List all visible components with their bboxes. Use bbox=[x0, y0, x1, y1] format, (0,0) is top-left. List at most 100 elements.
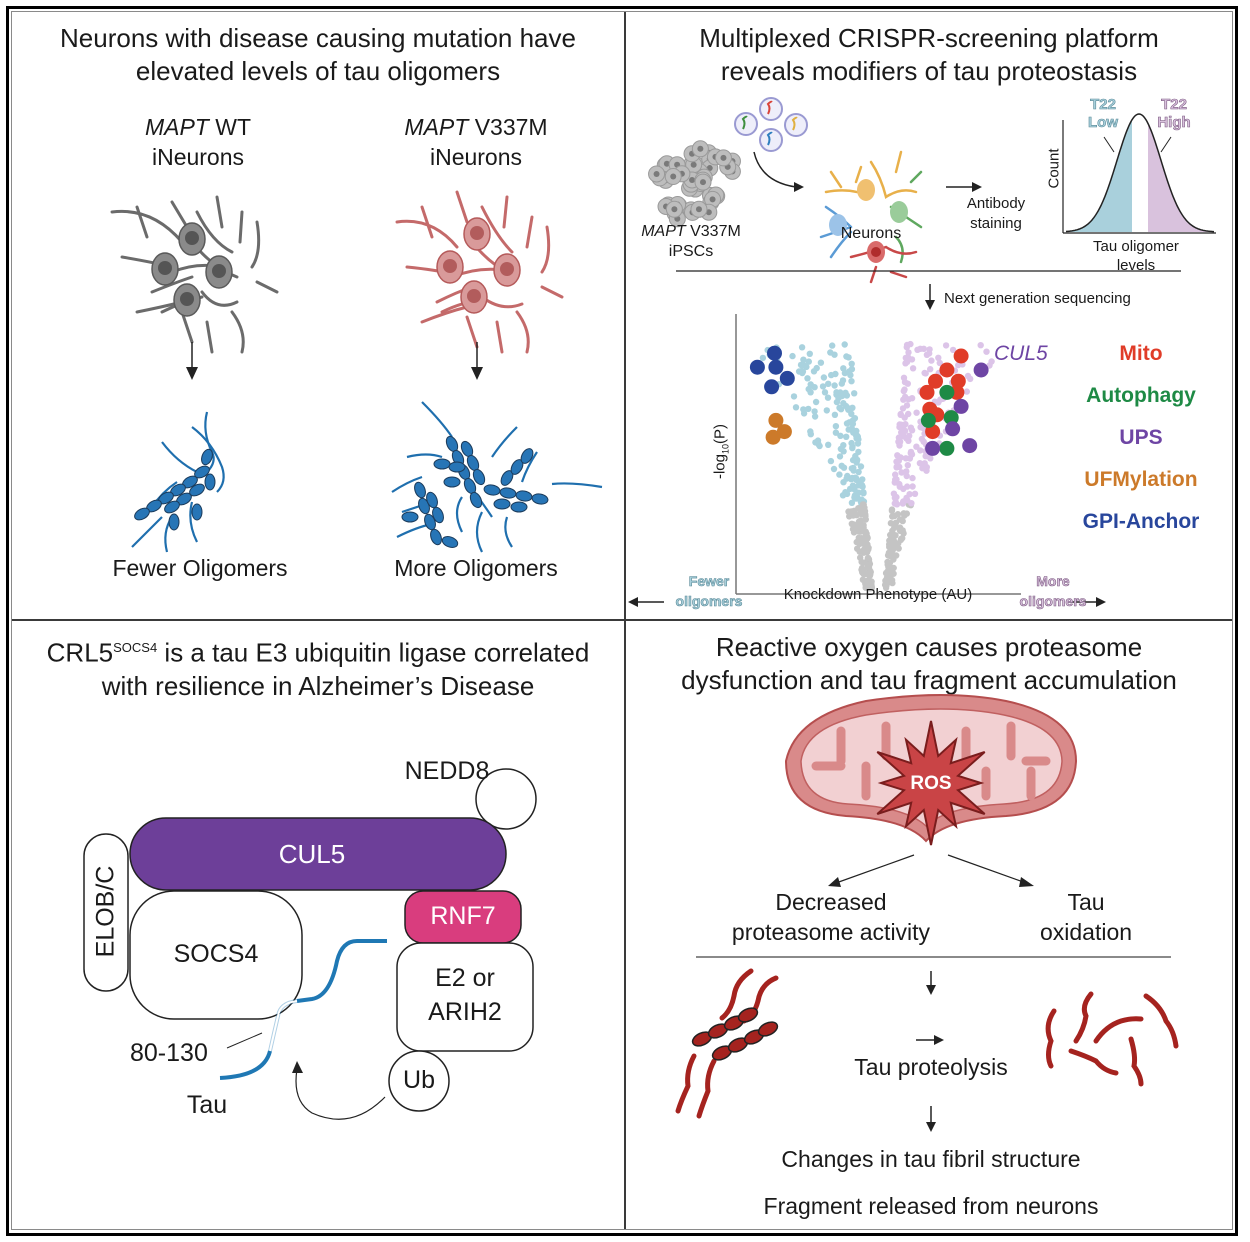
hist-ylabel: Count bbox=[1045, 148, 1063, 189]
gene-name: MAPT bbox=[641, 223, 686, 240]
background-point bbox=[840, 442, 847, 449]
background-point bbox=[889, 527, 896, 534]
socs4-shape bbox=[129, 890, 303, 1020]
nedd8-label: NEDD8 bbox=[404, 757, 490, 785]
background-point bbox=[888, 549, 895, 556]
background-point bbox=[854, 440, 862, 447]
fewer-oligomers-icon bbox=[131, 411, 225, 553]
e2-line-2: ARIH2 bbox=[428, 998, 502, 1026]
background-point bbox=[800, 356, 807, 363]
hit-point-gpi-anchor bbox=[768, 359, 784, 375]
volcano-ylabel: -log10(P) bbox=[712, 397, 731, 507]
more-line-1: More bbox=[1036, 573, 1070, 590]
decreased-arrow-icon bbox=[828, 854, 915, 887]
background-point bbox=[807, 431, 814, 438]
background-point bbox=[904, 497, 911, 504]
background-point bbox=[827, 349, 834, 356]
background-point bbox=[811, 413, 819, 420]
e2-arih2-shape bbox=[396, 942, 534, 1052]
tau-fragments-icon bbox=[1045, 991, 1179, 1087]
background-point bbox=[836, 471, 843, 478]
background-point bbox=[935, 354, 942, 361]
staining-line-2: staining bbox=[970, 215, 1022, 232]
rnf7-label: RNF7 bbox=[430, 902, 496, 930]
gene-name: MAPT bbox=[404, 114, 469, 140]
t22-low-label: T22 Low bbox=[1081, 96, 1125, 132]
socs4-label: SOCS4 bbox=[173, 940, 259, 968]
background-point bbox=[804, 375, 811, 382]
hist-xlabel: Tau oligomer levels bbox=[1071, 237, 1201, 275]
ipsc-nucleus bbox=[709, 196, 716, 203]
cul5-highlight-label: CUL5 bbox=[994, 342, 1048, 365]
panel-title: CRL5SOCS4 is a tau E3 ubiquitin ligase c… bbox=[12, 631, 624, 703]
background-point bbox=[825, 380, 832, 387]
background-point bbox=[759, 354, 767, 362]
background-point bbox=[900, 510, 907, 517]
down-arrow-icon bbox=[926, 971, 936, 995]
ipsc-nucleus bbox=[695, 206, 702, 213]
background-point bbox=[901, 393, 909, 401]
background-point bbox=[899, 517, 906, 525]
panel-bottom-right: Reactive oxygen causes proteasome dysfun… bbox=[626, 621, 1232, 1229]
hit-point-mito bbox=[950, 373, 966, 389]
fewer-oligomers-label: Fewer Oligomers bbox=[112, 555, 288, 581]
background-point bbox=[896, 483, 903, 490]
variant-name: WT bbox=[208, 114, 252, 140]
hit-point-ups bbox=[973, 362, 989, 378]
background-point bbox=[942, 342, 950, 349]
background-point bbox=[837, 432, 844, 439]
background-point bbox=[920, 345, 927, 352]
background-point bbox=[827, 457, 835, 465]
oxidation-line-1: Tau bbox=[1067, 889, 1105, 915]
hit-point-mito bbox=[919, 384, 935, 400]
ub-shape bbox=[388, 1050, 450, 1112]
background-point bbox=[909, 483, 916, 490]
elobc-shape bbox=[83, 833, 129, 992]
background-point bbox=[898, 469, 905, 476]
background-point bbox=[927, 366, 934, 373]
background-point bbox=[841, 341, 848, 348]
background-point bbox=[807, 389, 814, 396]
wt-neurons-icon bbox=[110, 195, 279, 354]
background-point bbox=[852, 495, 860, 502]
background-point bbox=[903, 341, 911, 349]
hit-point-autophagy bbox=[939, 384, 955, 400]
volcano-plot bbox=[749, 340, 995, 592]
background-point bbox=[883, 569, 890, 577]
background-point bbox=[797, 361, 805, 369]
background-point bbox=[904, 462, 911, 469]
cul5-label: CUL5 bbox=[278, 839, 346, 869]
fewer-line-2: oligomers bbox=[675, 593, 743, 610]
more-oligomers-icon bbox=[391, 401, 603, 553]
arrow-head bbox=[292, 1061, 303, 1073]
more-oligomers-label: More Oligomers bbox=[394, 555, 558, 581]
background-point bbox=[799, 368, 807, 375]
ipsc-nucleus bbox=[720, 154, 727, 161]
title-line-1: Neurons with disease causing mutation ha… bbox=[60, 23, 576, 53]
mutant-arrow-icon bbox=[471, 342, 483, 380]
hit-point-mito bbox=[953, 348, 969, 364]
down-arrow-2-icon bbox=[926, 1106, 936, 1132]
neurons-label: Neurons bbox=[840, 225, 902, 242]
background-point bbox=[858, 558, 865, 566]
background-point bbox=[846, 513, 853, 520]
background-point bbox=[856, 478, 864, 485]
background-point bbox=[830, 465, 838, 473]
background-point bbox=[928, 357, 935, 364]
background-point bbox=[914, 346, 921, 353]
background-point bbox=[908, 395, 916, 402]
background-point bbox=[909, 474, 916, 482]
hit-point-ufmylation bbox=[776, 424, 792, 440]
background-point bbox=[892, 471, 899, 478]
t22-high-line-1: T22 bbox=[1161, 96, 1187, 114]
hist-xlabel-line-1: Tau oligomer bbox=[1093, 238, 1179, 255]
fibril-change-label: Changes in tau fibril structure bbox=[781, 1146, 1081, 1172]
background-point bbox=[963, 388, 970, 395]
background-point bbox=[820, 374, 828, 381]
background-point bbox=[845, 426, 852, 433]
title-line-2: reveals modifiers of tau proteostasis bbox=[720, 56, 1138, 86]
hit-point-ufmylation bbox=[765, 429, 781, 445]
title-line-1: CRL5SOCS4 is a tau E3 ubiquitin ligase c… bbox=[12, 631, 624, 670]
ipsc-nucleus bbox=[670, 173, 677, 180]
gene-name: MAPT bbox=[144, 114, 209, 140]
